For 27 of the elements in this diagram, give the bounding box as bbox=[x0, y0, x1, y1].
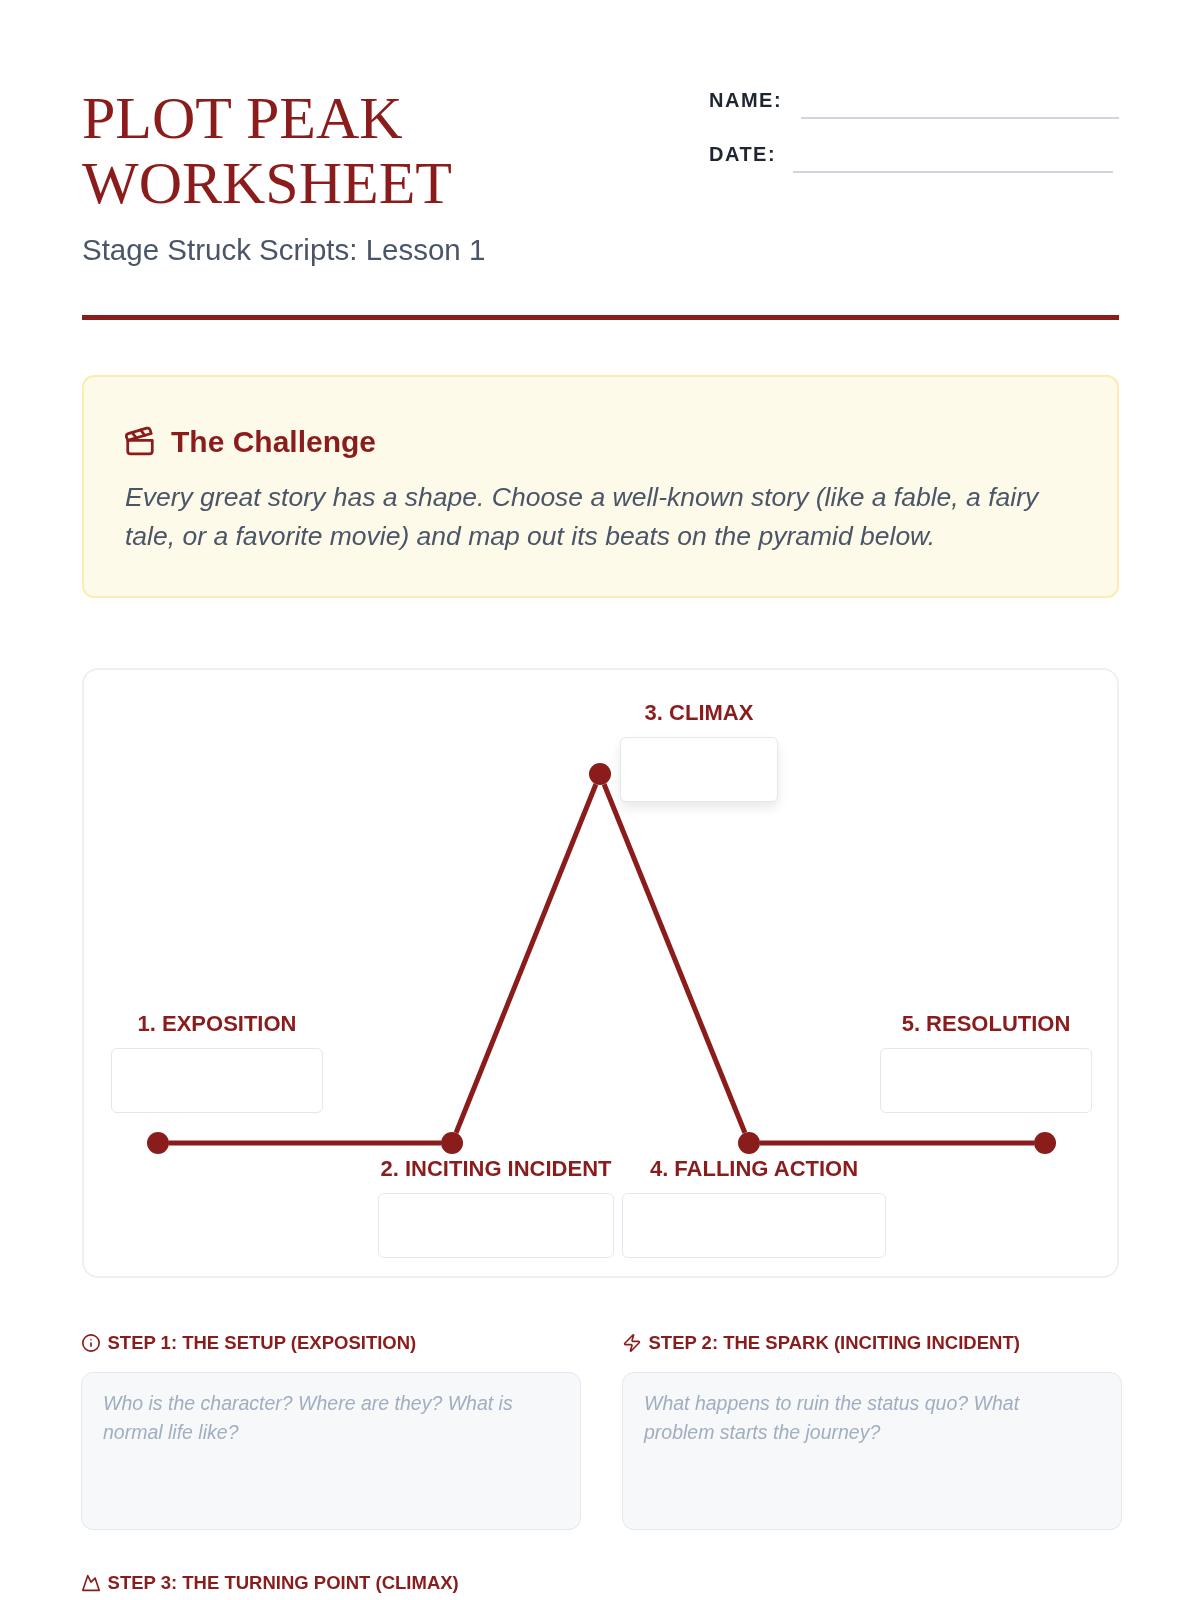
subtitle: Stage Struck Scripts: Lesson 1 bbox=[82, 233, 486, 267]
stage-label: 4. FALLING ACTION bbox=[649, 1156, 859, 1182]
plot-point-dot bbox=[589, 763, 611, 785]
plot-line bbox=[453, 783, 599, 1134]
plot-line bbox=[169, 1140, 441, 1146]
worksheet-title: PLOT PEAK WORKSHEET bbox=[82, 86, 453, 216]
plot-point-dot bbox=[1034, 1132, 1056, 1154]
field-label: NAME: bbox=[709, 88, 783, 112]
diagram-card bbox=[82, 668, 1119, 1278]
stage-label: 2. INCITING INCIDENT bbox=[380, 1156, 612, 1182]
instruction-text: Every great story has a shape. Choose a well-known story (like a fable, a fairy tale, or a favorite movie) and map out its beats on the pyramid below. bbox=[125, 480, 1041, 553]
panel-heading: The Challenge bbox=[171, 424, 377, 460]
answer-box: What happens to ruin the status quo? What problem starts the journey? bbox=[622, 1371, 1122, 1530]
stage-label: 5. RESOLUTION bbox=[901, 1010, 1071, 1037]
plot-line bbox=[601, 783, 748, 1134]
answer-box: Who is the character? Where are they? What is normal life like? bbox=[81, 1371, 581, 1530]
plot-point-dot bbox=[147, 1132, 169, 1154]
stage-label: 1. EXPOSITION bbox=[137, 1010, 297, 1037]
section-heading: STEP 2: THE SPARK (INCITING INCIDENT) bbox=[648, 1331, 1020, 1355]
challenge-panel bbox=[82, 375, 1119, 598]
plot-point-dot bbox=[738, 1132, 760, 1154]
section-heading: STEP 3: THE TURNING POINT (CLIMAX) bbox=[107, 1571, 459, 1595]
stage-label: 3. CLIMAX bbox=[644, 700, 754, 726]
section-heading: STEP 1: THE SETUP (EXPOSITION) bbox=[107, 1331, 417, 1355]
field-label: DATE: bbox=[709, 142, 777, 166]
plot-line bbox=[760, 1140, 1034, 1146]
plot-point-dot bbox=[441, 1132, 463, 1154]
